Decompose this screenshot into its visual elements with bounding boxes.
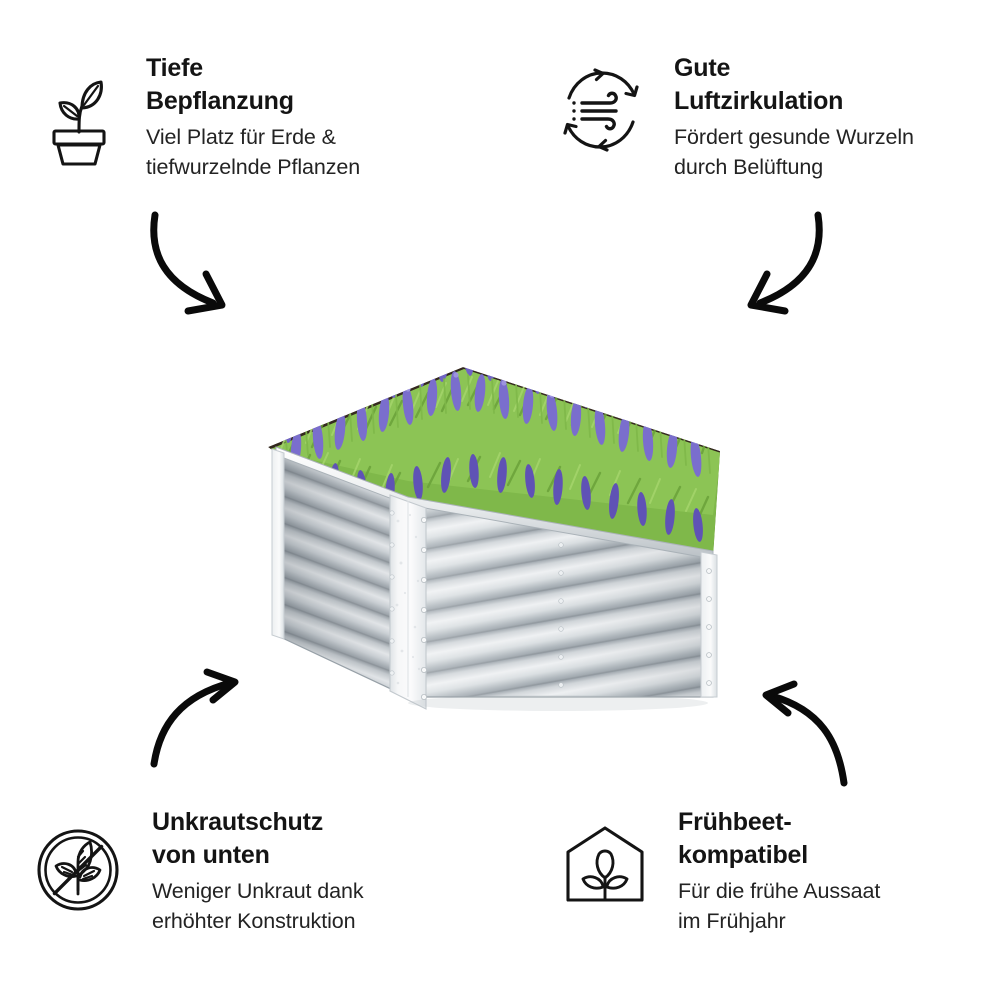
feature-description: Weniger Unkraut dank erhöhter Konstrukti… [152, 879, 364, 933]
feature-text-unkrautschutz-von-unten: Unkrautschutz von unten Weniger Unkraut … [152, 806, 364, 936]
bed-side-panel [275, 450, 409, 698]
potted-plant-icon [42, 70, 116, 171]
raised-garden-bed-image [258, 305, 728, 755]
feature-description: Für die frühe Aussaat im Frühjahr [678, 879, 881, 933]
feature-description: Viel Platz für Erde & tiefwurzelnde Pfla… [146, 125, 361, 179]
feature-text-tiefe-bepflanzung: Tiefe Bepflanzung Viel Platz für Erde & … [146, 52, 360, 182]
greenhouse-plant-icon [562, 822, 648, 913]
curved-arrow-up-left-icon [728, 648, 888, 803]
feature-description: Fördert gesunde Wurzeln durch Belüftung [674, 125, 914, 179]
feature-text-fruehbeet-kompatibel: Frühbeet- kompatibel Für die frühe Aussa… [678, 806, 880, 936]
feature-block-unkrautschutz-von-unten: Unkrautschutz von unten Weniger Unkraut … [32, 806, 364, 936]
curved-arrow-down-left-icon [728, 198, 888, 343]
feature-title: Tiefe Bepflanzung [146, 54, 294, 115]
air-circulation-icon [558, 66, 644, 159]
rivets-front-post [420, 516, 427, 700]
no-weeds-icon [32, 824, 124, 921]
feature-title: Frühbeet- kompatibel [678, 808, 808, 869]
bed-corner-post-left [271, 448, 285, 640]
bed-corner-post-right [700, 551, 718, 698]
feature-block-tiefe-bepflanzung: Tiefe Bepflanzung Viel Platz für Erde & … [42, 52, 360, 182]
feature-text-gute-luftzirkulation: Gute Luftzirkulation Fördert gesunde Wur… [674, 52, 914, 182]
rivets-front-post-left [389, 510, 395, 676]
feature-title: Gute Luftzirkulation [674, 54, 844, 115]
rivets-right-post [706, 568, 712, 686]
feature-block-fruehbeet-kompatibel: Frühbeet- kompatibel Für die frühe Aussa… [562, 806, 880, 936]
bed-corner-post-front [389, 494, 427, 710]
rivets-front-seam [558, 542, 564, 688]
feature-block-gute-luftzirkulation: Gute Luftzirkulation Fördert gesunde Wur… [558, 52, 914, 182]
feature-title: Unkrautschutz von unten [152, 808, 324, 869]
